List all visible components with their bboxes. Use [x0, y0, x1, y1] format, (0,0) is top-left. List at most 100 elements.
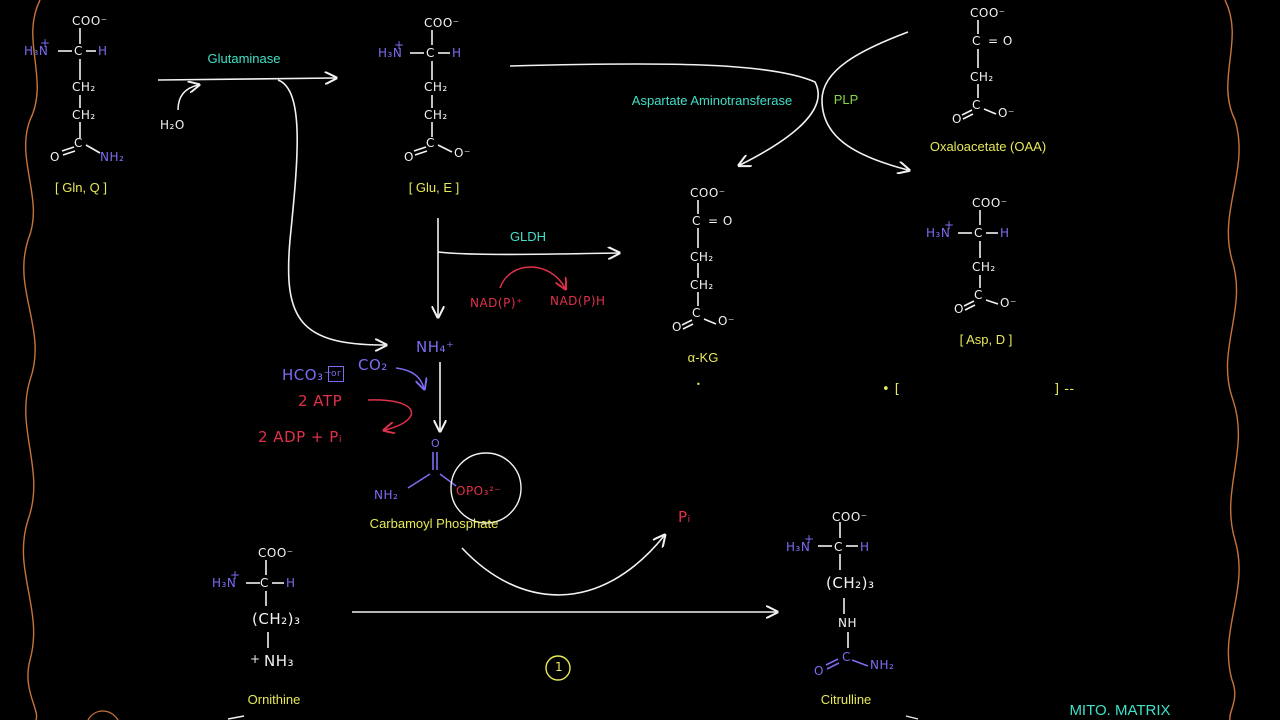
asp-label: [ Asp, D ] [959, 332, 1013, 347]
step-number: 1 [555, 660, 564, 674]
citrulline-urea-bonds [825, 658, 869, 670]
gln-ch2-2: CH₂ [72, 108, 96, 122]
adp-label: 2 ADP + Pᵢ [258, 428, 342, 446]
glu-h: H [452, 46, 462, 60]
gln-h: H [98, 44, 108, 58]
carbamoyl-o: O [431, 437, 441, 450]
asp-carboxyl-o: O [954, 302, 964, 316]
carbamoyl-nh2: NH₂ [374, 488, 399, 502]
gln-amide-nh2: NH₂ [100, 150, 125, 164]
glu-carboxyl-c: C [426, 136, 435, 150]
pi-release-arrow [461, 536, 664, 596]
glutaminase-arrow [157, 78, 335, 80]
plp-label: PLP [833, 92, 859, 107]
akg-carboxyl-c: C [692, 306, 701, 320]
gldh-arrow [437, 252, 618, 254]
oaa-ch2: CH₂ [970, 70, 994, 84]
asp-bonds [958, 210, 999, 311]
nadp-reduced: NAD(P)H [550, 294, 606, 308]
glutaminase-nh4-arrow [277, 79, 385, 345]
asp-h: H [1000, 226, 1010, 240]
akg-keto-c: C [692, 214, 701, 228]
nadp-arrow [499, 266, 565, 288]
glu-coo: COO⁻ [424, 16, 460, 30]
ast-glu-akg-arrow [509, 63, 819, 165]
cit-h3n: H₃N [786, 540, 811, 554]
cit-h: H [860, 540, 870, 554]
akg-keto-o: = O [708, 214, 733, 228]
oaa-bonds [961, 20, 997, 120]
gln-h3n: H₃N [24, 44, 49, 58]
co2-label: CO₂ [358, 356, 388, 374]
glu-h3n: H₃N [378, 46, 403, 60]
cit-alpha-c: C [834, 540, 843, 554]
glutaminase-label: Glutaminase [207, 51, 281, 66]
orn-ch2-3: (CH₂)₃ [252, 610, 301, 628]
atp-arrow [367, 399, 413, 430]
citrulline-label: Citrulline [820, 692, 872, 707]
orn-nh3: NH₃ [264, 652, 295, 670]
cit-ch2-3: (CH₂)₃ [826, 574, 875, 592]
oaa-carboxyl-ominus: O⁻ [998, 106, 1015, 120]
asp-ch2: CH₂ [972, 260, 996, 274]
orn-plus-amine: + [250, 652, 261, 666]
mito-matrix-label: MITO. MATRIX [1069, 702, 1171, 719]
akg-ch2-1: CH₂ [690, 250, 714, 264]
oaa-keto-o: = O [988, 34, 1013, 48]
bottom-left-stub [227, 715, 245, 720]
cit-plus: + [804, 532, 815, 546]
cit-nh: NH [838, 616, 857, 630]
nadp-oxidized: NAD(P)⁺ [470, 296, 523, 310]
asp-plus: + [944, 218, 955, 232]
orn-h3n: H₃N [212, 576, 237, 590]
akg-ch2-2: CH₂ [690, 278, 714, 292]
glu-carboxyl-ominus: O⁻ [454, 146, 471, 160]
gln-coo: COO⁻ [72, 14, 108, 28]
water-arrow [177, 85, 198, 111]
asp-carboxyl-c: C [974, 288, 983, 302]
step-circle [545, 655, 571, 681]
asp-carboxyl-ominus: O⁻ [1000, 296, 1017, 310]
orn-alpha-c: C [260, 576, 269, 590]
glu-ch2-1: CH₂ [424, 80, 448, 94]
oaa-carboxyl-c: C [972, 98, 981, 112]
gldh-label: GLDH [509, 229, 547, 244]
akg-coo: COO⁻ [690, 186, 726, 200]
ammonium-label: NH₄⁺ [416, 338, 455, 356]
bottom-left-swoop [87, 710, 119, 720]
asp-h3n: H₃N [926, 226, 951, 240]
ast-oaa-asp-arrow [821, 31, 908, 170]
cit-urea-nh2: NH₂ [870, 658, 895, 672]
akg-bonds [681, 200, 717, 330]
oaa-keto-c: C [972, 34, 981, 48]
akg-label: α-KG [687, 350, 719, 365]
ornithine-label: Ornithine [247, 692, 301, 707]
gln-amide-c: C [74, 136, 83, 150]
glu-alpha-c: C [426, 46, 435, 60]
bicarbonate-arrow [395, 367, 424, 388]
oaa-carboxyl-o: O [952, 112, 962, 126]
oaa-label: Oxaloacetate (OAA) [929, 139, 1047, 154]
gln-plus: + [40, 36, 51, 50]
gln-label: [ Gln, Q ] [54, 180, 108, 195]
glu-label: [ Glu, E ] [408, 180, 460, 195]
glu-ch2-2: CH₂ [424, 108, 448, 122]
glu-carboxyl-o: O [404, 150, 414, 164]
akg-carboxyl-o: O [672, 320, 682, 334]
pi-label: Pᵢ [678, 508, 691, 526]
carbamoyl-phosphate-group: OPO₃²⁻ [456, 484, 502, 498]
ast-label: Aspartate Aminotransferase [631, 93, 793, 108]
akg-carboxyl-ominus: O⁻ [718, 314, 735, 328]
cit-urea-c: C [842, 650, 851, 664]
water-label: H₂O [160, 118, 185, 132]
carbamoyl-bonds [407, 452, 457, 489]
glu-plus: + [394, 38, 405, 52]
asp-coo: COO⁻ [972, 196, 1008, 210]
or-box: or [328, 366, 345, 382]
orn-coo: COO⁻ [258, 546, 294, 560]
bicarbonate-label: HCO₃⁻ [282, 366, 332, 384]
atp-label: 2 ATP [298, 392, 343, 410]
ornithine-bonds [246, 560, 284, 648]
